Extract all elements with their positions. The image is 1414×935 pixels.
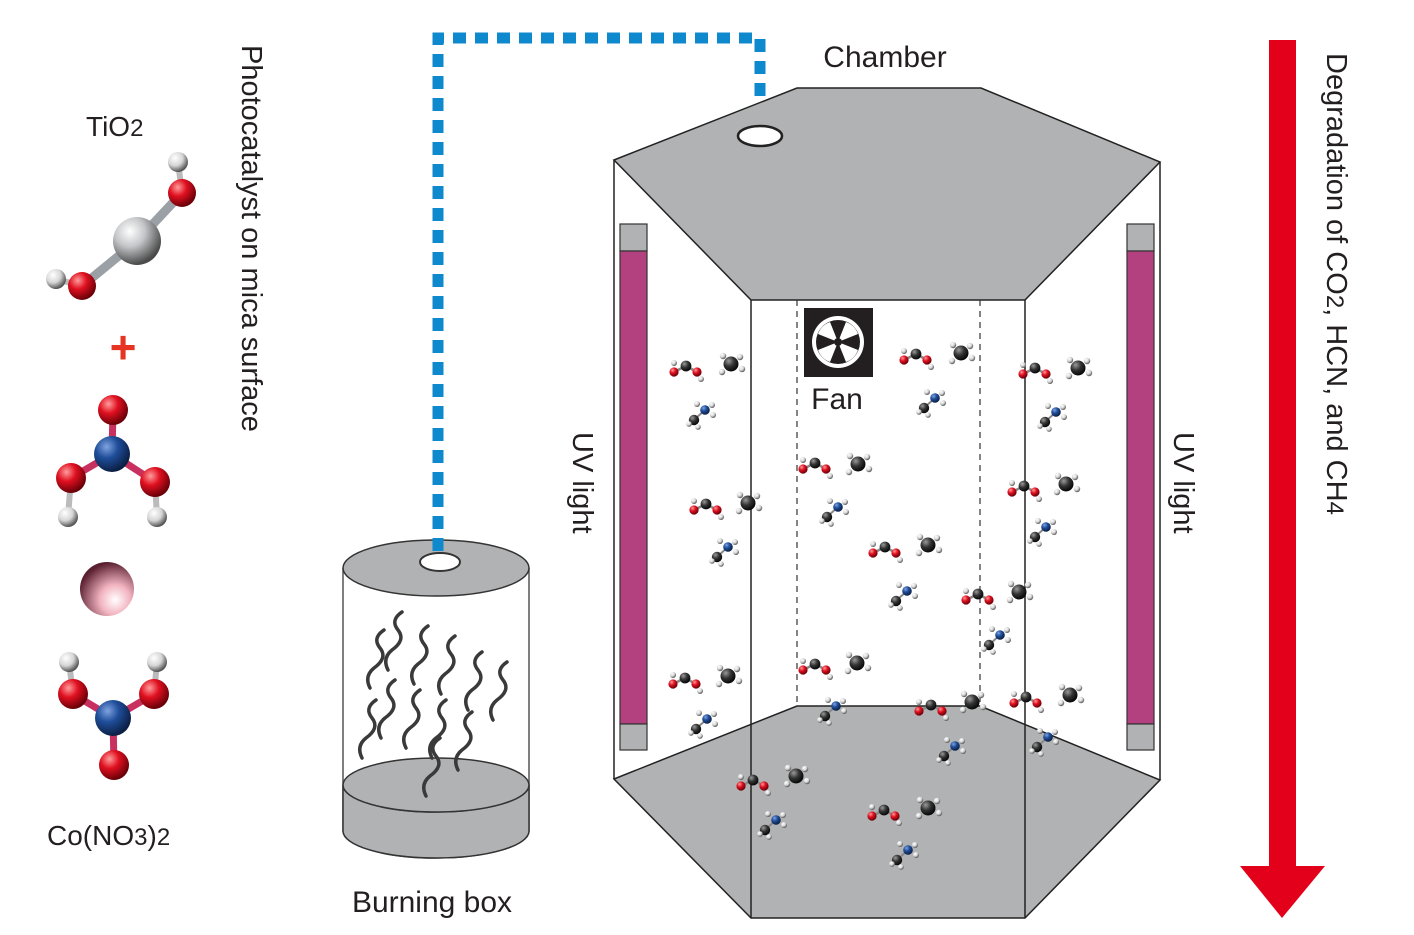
smoke-icon	[358, 610, 509, 798]
degradation-label: Degradation of CO2, HCN, and CH4	[1320, 53, 1352, 515]
uv-light-right-label: UV light	[1167, 432, 1199, 534]
tio2-molecule-icon	[46, 152, 196, 300]
tio2-label: TiO2	[86, 111, 143, 142]
burning-box-label: Burning box	[352, 886, 512, 919]
burning-box	[342, 539, 530, 859]
plus-sign: +	[110, 321, 137, 373]
cobalt-ion-icon	[80, 562, 134, 616]
photocatalyst-label: Photocatalyst on mica surface	[235, 45, 267, 432]
uv-lamp-left-icon	[619, 223, 648, 751]
uv-lamp-right-icon	[1126, 223, 1155, 751]
co-nitrate-molecule-top-icon	[56, 395, 170, 527]
down-arrow-icon	[1240, 40, 1325, 918]
co-nitrate-label: Co(NO3)2	[47, 820, 170, 851]
fan-icon	[804, 308, 873, 377]
co-nitrate-molecule-bottom-icon	[58, 652, 169, 780]
gas-pipe	[432, 32, 766, 551]
fan-label: Fan	[811, 383, 863, 416]
uv-light-left-label: UV light	[566, 432, 598, 534]
chamber-label: Chamber	[823, 41, 946, 74]
chamber	[612, 87, 1162, 919]
